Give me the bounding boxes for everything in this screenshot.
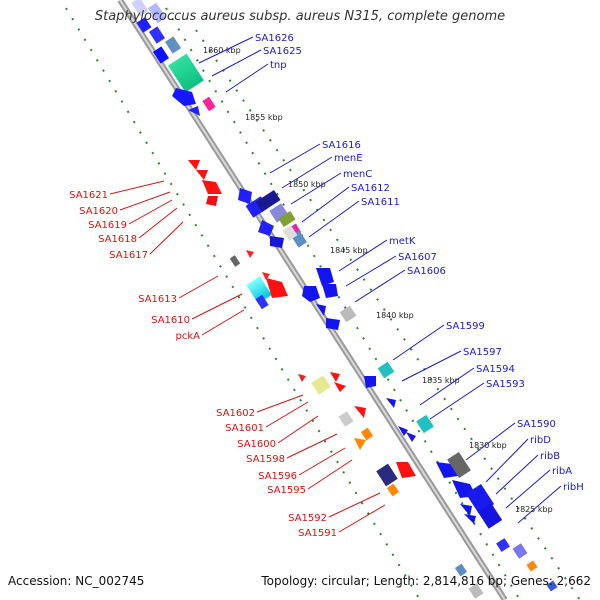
gene-leader-line [119,191,171,211]
gene-leader-line [178,275,219,299]
kbp-mark: 1850 kbp [288,180,326,189]
gene-label[interactable]: pckA [176,331,201,342]
gene-label[interactable]: tnp [270,60,287,71]
gene-leader-line [109,180,165,195]
gene-leader-line [201,309,245,336]
gene-label[interactable]: SA1616 [322,140,361,151]
gene-label[interactable]: SA1606 [407,266,446,277]
gene-leader-line [149,221,184,255]
gene-leader-line [290,172,342,205]
gene-label[interactable]: SA1601 [225,423,264,434]
gene-label[interactable]: ribA [552,466,572,477]
gene-label[interactable]: SA1607 [398,252,437,263]
gene-label[interactable]: SA1613 [138,294,177,305]
gene-label[interactable]: SA1625 [263,46,302,57]
gene-label[interactable]: SA1602 [216,408,255,419]
gene-label[interactable]: menE [334,153,363,164]
gene-leader-line [419,367,475,406]
gene-label[interactable]: SA1621 [69,190,108,201]
gene-label[interactable]: SA1591 [298,528,337,539]
gene-label[interactable]: SA1617 [109,250,148,261]
gene-leader-line [354,269,406,303]
kbp-mark: 1855 kbp [245,113,283,122]
gene-label[interactable]: SA1612 [351,183,390,194]
gene-leader-line [211,49,262,77]
kbp-mark: 1835 kbp [422,376,460,385]
left-dotted-track [65,7,421,600]
gene-leader-line [265,401,309,428]
gene-leader-line [495,454,539,495]
gene-blocks-lower-middle [298,361,434,450]
gene-label[interactable]: SA1618 [98,234,137,245]
gene-leader-line [138,207,178,239]
gene-leader-line [301,186,350,223]
gene-label[interactable]: ribH [563,482,584,493]
gene-leader-line [225,63,269,93]
gene-leader-line [485,438,529,483]
gene-label[interactable]: SA1626 [255,33,294,44]
gene-leader-line [517,485,562,524]
gene-leader-line [465,422,516,461]
gene-blocks-middle [229,250,357,330]
gene-label[interactable]: SA1595 [267,485,306,496]
gene-label[interactable]: ribD [530,435,551,446]
gene-leader-line [277,415,319,444]
gene-label[interactable]: SA1598 [246,454,285,465]
reverse-gene-labels: SA1621SA1620SA1619SA1618SA1617SA1613SA16… [69,180,386,539]
kbp-mark: 1840 kbp [376,311,414,320]
gene-leader-line [338,504,386,533]
gene-label[interactable]: SA1597 [463,347,502,358]
gene-label[interactable]: SA1620 [79,206,118,217]
gene-leader-line [128,199,173,225]
gene-label[interactable]: SA1596 [258,471,297,482]
gene-leader-line [191,293,243,320]
gene-leader-line [286,433,338,459]
topology-label: Topology: circular; Length: 2,814,816 bp… [261,574,591,588]
gene-leader-line [328,492,381,518]
gene-label[interactable]: SA1610 [151,315,190,326]
gene-label[interactable]: SA1611 [361,197,400,208]
gene-leader-line [401,350,462,382]
gene-label[interactable]: SA1593 [486,379,525,390]
gene-leader-line [281,156,333,189]
gene-leader-line [307,459,353,490]
gene-label[interactable]: SA1619 [88,220,127,231]
kbp-mark: 1860 kbp [203,46,241,55]
gene-label[interactable]: SA1590 [517,419,556,430]
gene-label[interactable]: metK [389,236,416,247]
gene-blocks-top [131,0,216,116]
genome-title: Staphylococcus aureus subsp. aureus N315… [94,9,506,24]
gene-label[interactable]: SA1592 [288,513,327,524]
gene-leader-line [345,255,397,287]
gene-leader-line [308,200,360,238]
kbp-mark: 1845 kbp [330,246,368,255]
gene-blocks-middle-upper [188,160,308,248]
gene-label[interactable]: SA1599 [446,321,485,332]
gene-leader-line [429,382,485,420]
gene-leader-line [338,239,388,272]
gene-label[interactable]: SA1594 [476,364,515,375]
gene-leader-line [198,36,254,64]
gene-label[interactable]: SA1600 [237,439,276,450]
gene-label[interactable]: ribB [540,451,560,462]
gene-blocks-bottom [376,451,558,599]
kbp-mark: 1830 kbp [469,441,507,450]
gene-leader-line [298,447,346,476]
gene-label[interactable]: menC [343,169,372,180]
gene-leader-line [256,394,304,413]
gene-leader-line [505,469,551,509]
accession-label: Accession: NC_002745 [8,574,145,588]
gene-leader-line [269,143,321,174]
gene-leader-line [392,324,445,361]
